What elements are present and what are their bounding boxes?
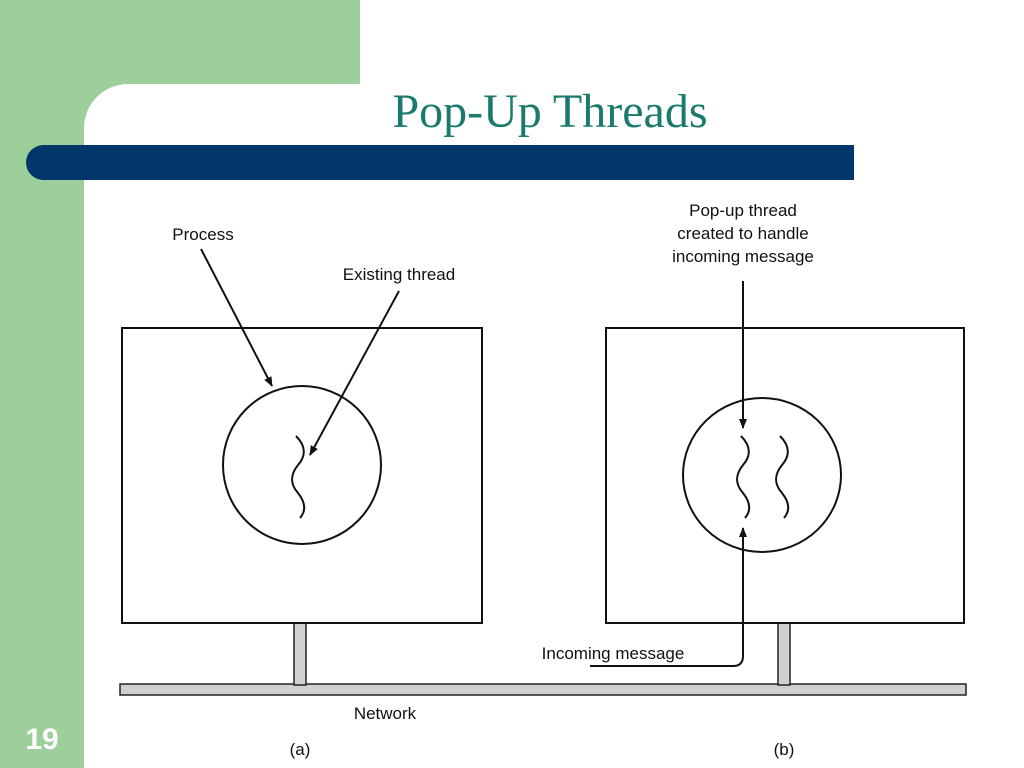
sidebar-band [0,0,84,768]
popup-thread-label-line2: created to handle [677,224,808,243]
slide-number: 19 [25,723,59,756]
computer-box-a [121,327,483,624]
computer-box-b [605,327,965,624]
existing-thread-squiggle [291,435,306,519]
incoming-message-label: Incoming message [542,644,685,663]
top-color-band [84,0,360,84]
network-bus [119,683,967,696]
popup-thread-squiggle [736,435,751,519]
second-thread-squiggle [775,435,790,519]
existing-thread-arrow [309,290,400,456]
network-label: Network [354,704,417,723]
incoming-message-arrow [590,527,747,667]
stand-a [293,622,307,686]
process-label: Process [172,225,233,244]
popup-thread-label-line1: Pop-up thread [689,201,797,220]
slide-title: Pop-Up Threads [392,85,708,138]
process-arrow [200,248,273,387]
process-circle-a [222,385,382,545]
caption-b: (b) [774,740,795,759]
caption-a: (a) [290,740,311,759]
process-circle-b [682,397,842,553]
existing-thread-label: Existing thread [343,265,455,284]
popup-thread-label-line3: incoming message [672,247,814,266]
stand-b [777,622,791,686]
title-bar [26,145,854,180]
